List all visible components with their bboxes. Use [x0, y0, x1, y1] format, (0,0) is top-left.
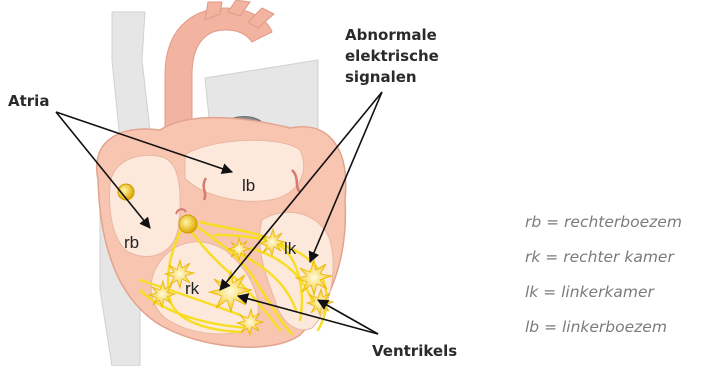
label-lk: lk: [284, 239, 297, 258]
callout-abnormal-line-1: Abnormale: [345, 26, 437, 44]
av-node: [179, 215, 197, 233]
label-lb: lb: [242, 176, 255, 195]
callout-atria: Atria: [8, 92, 49, 110]
legend-rk: rk = rechter kamer: [525, 240, 712, 275]
right-atrium: [110, 155, 181, 256]
arrow-ventrikels-to-lk: [318, 300, 378, 334]
label-rb: rb: [124, 233, 139, 252]
callout-ventrikels: Ventrikels: [372, 342, 457, 360]
label-rk: rk: [185, 279, 200, 298]
legend-rb: rb = rechterboezem: [525, 205, 712, 240]
abbreviation-legend: rb = rechterboezem rk = rechter kamer lk…: [525, 205, 712, 345]
callout-abnormal-line-3: signalen: [345, 68, 417, 86]
callout-abnormal-line-2: elektrische: [345, 47, 439, 65]
legend-lk: lk = linkerkamer: [525, 275, 712, 310]
legend-lb: lb = linkerboezem: [525, 310, 712, 345]
